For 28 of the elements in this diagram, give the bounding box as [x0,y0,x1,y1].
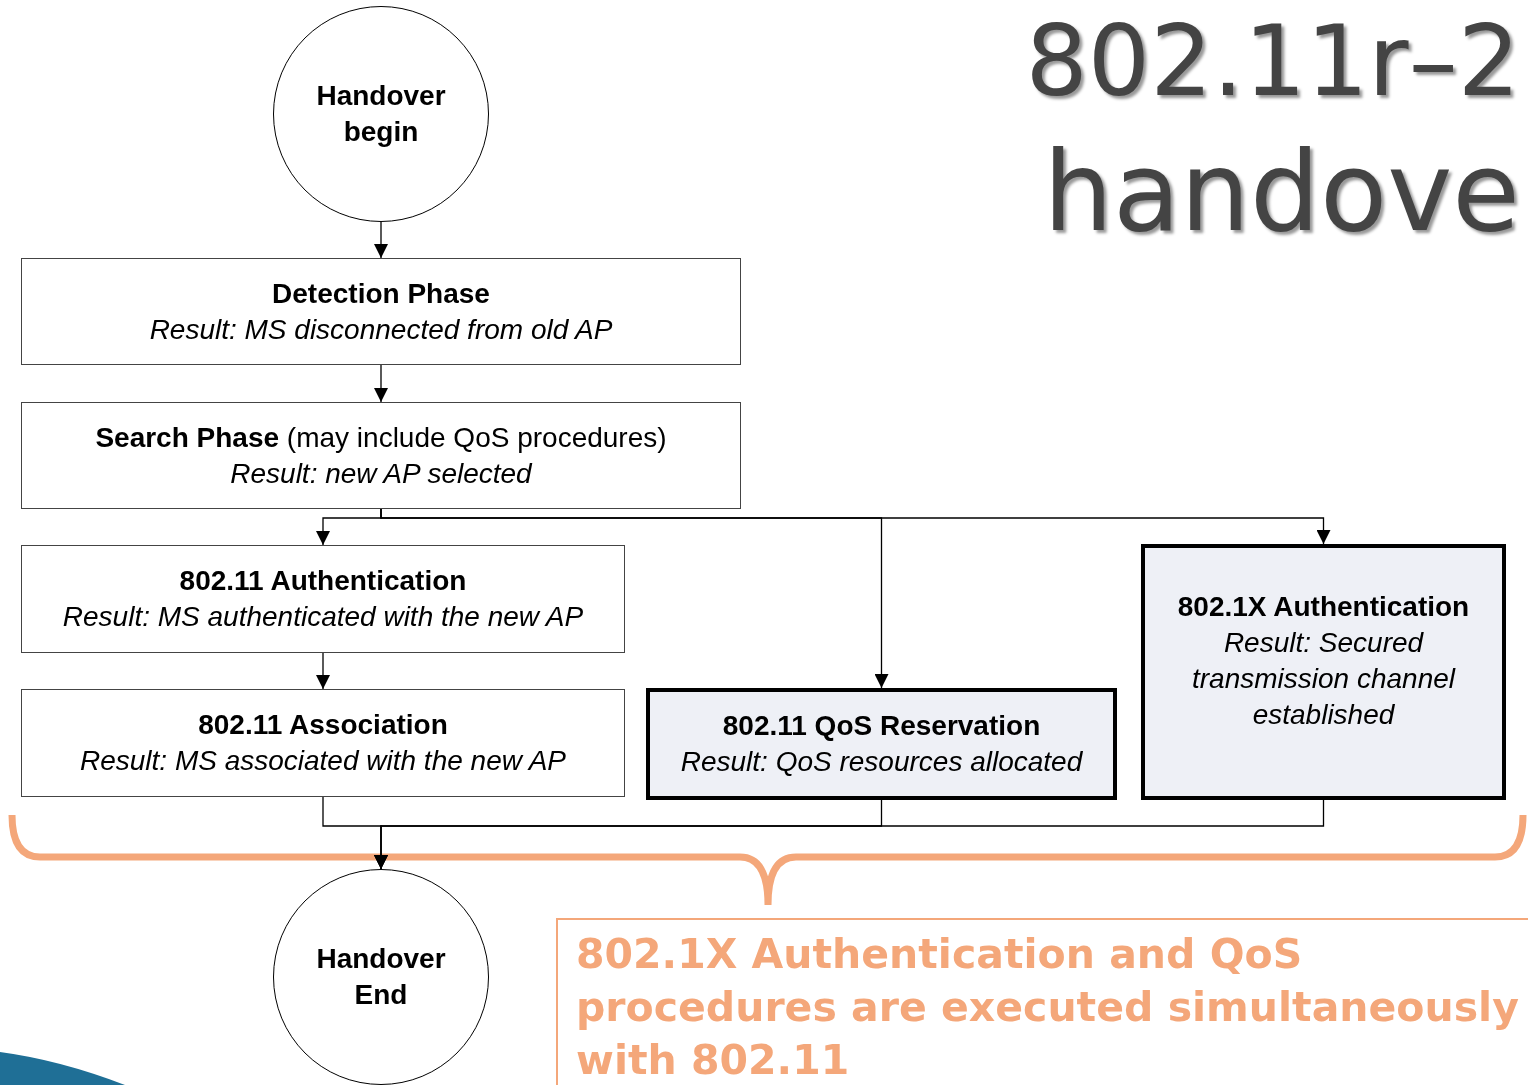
node-title: Handover End [315,942,447,1012]
process-box [21,689,625,797]
node-title: Detection Phase [272,276,490,311]
node-result: Result: MS disconnected from old AP [149,312,613,347]
node-title: 802.1X Authentication [1177,590,1470,624]
arrow [374,799,1325,870]
process-box [21,545,625,653]
node-result: Result: new AP selected [230,456,532,491]
node-result: Result: QoS resources allocated [680,745,1083,779]
node-result: Result: MS associated with the new AP [79,744,567,778]
process-box [646,688,1117,800]
process-box [1141,544,1506,800]
slide-title: handove [1043,132,1520,253]
slide-title: 802.11r–2 [1025,8,1520,116]
node-title: 802.11 Authentication [179,564,467,598]
callout-text: 802.1X Authentication and QoS procedures are executed simultaneously with 802.11 [576,929,1520,1085]
arrow [316,652,330,690]
process-box [21,258,741,365]
node-result: Result: MS authenticated with the new AP [62,600,584,634]
node-title: 802.11 QoS Reservation [722,709,1041,743]
process-box [21,402,741,509]
node-title: Search Phase (may include QoS procedures) [95,420,667,455]
arrow [374,221,388,259]
arrow [374,364,388,403]
arrow [380,508,1331,545]
node-title: Handover begin [315,79,447,149]
node-title: 802.11 Association [198,708,448,742]
node-result: Result: Secured transmission channel established [1191,626,1457,732]
